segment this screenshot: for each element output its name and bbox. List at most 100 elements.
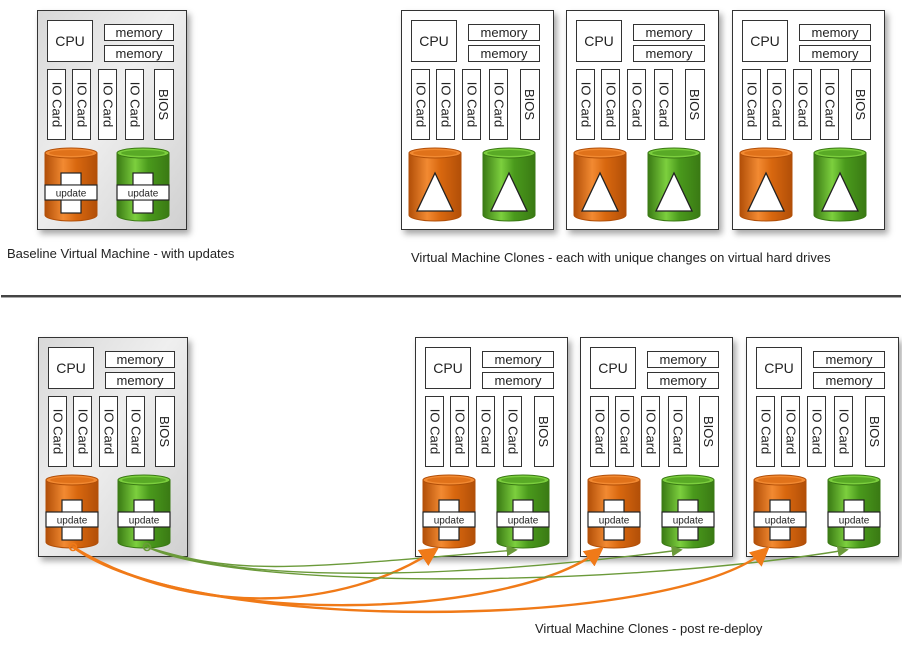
io-card-slot: IO Card <box>654 69 673 140</box>
orange-disk-icon: update <box>422 474 476 549</box>
plus-update-icon: update <box>827 499 881 541</box>
io-card-slot: IO Card <box>756 396 775 467</box>
clone-vm-top-1: CPU memory memory IO Card IO Card IO Card IO C… <box>401 10 554 230</box>
io-card-slot: IO Card <box>793 69 812 140</box>
memory-box: memory <box>105 372 175 389</box>
section-divider <box>1 295 901 298</box>
bios-slot: BIOS <box>534 396 554 467</box>
triangle-icon <box>654 171 694 212</box>
green-disk-icon <box>813 147 867 222</box>
update-text: update <box>765 516 796 527</box>
memory-box: memory <box>468 45 540 62</box>
io-card-slot: IO Card <box>411 69 430 140</box>
memory-box: memory <box>813 372 885 389</box>
orange-disk-icon: update <box>45 474 99 549</box>
memory-box: memory <box>105 351 175 368</box>
baseline-vm-top: CPU memory memory IO Card IO Card IO Card IO C… <box>37 10 187 230</box>
io-card-slot: IO Card <box>126 396 145 467</box>
triangle-icon <box>820 171 860 212</box>
bios-slot: BIOS <box>851 69 871 140</box>
io-card-slot: IO Card <box>834 396 853 467</box>
cpu-box: CPU <box>576 20 622 62</box>
plus-update-icon: update <box>661 499 715 541</box>
update-text: update <box>508 516 539 527</box>
plus-update-icon: update <box>587 499 641 541</box>
memory-box: memory <box>482 351 554 368</box>
plus-update-icon: update <box>117 499 171 541</box>
io-card-slot: IO Card <box>615 396 634 467</box>
bios-slot: BIOS <box>154 69 174 140</box>
memory-box: memory <box>104 45 174 62</box>
cpu-box: CPU <box>742 20 788 62</box>
io-card-slot: IO Card <box>489 69 508 140</box>
update-text: update <box>56 189 87 200</box>
plus-update-icon: update <box>422 499 476 541</box>
orange-disk-icon <box>739 147 793 222</box>
plus-update-icon: update <box>496 499 550 541</box>
io-card-slot: IO Card <box>73 396 92 467</box>
io-card-slot: IO Card <box>601 69 620 140</box>
io-card-slot: IO Card <box>436 69 455 140</box>
io-card-slot: IO Card <box>781 396 800 467</box>
orange-disk-icon <box>573 147 627 222</box>
green-disk-icon: update <box>116 147 170 222</box>
io-card-slot: IO Card <box>425 396 444 467</box>
io-card-slot: IO Card <box>72 69 91 140</box>
update-text: update <box>599 516 630 527</box>
io-card-slot: IO Card <box>742 69 761 140</box>
green-disk-icon: update <box>117 474 171 549</box>
clones-label-bottom: Virtual Machine Clones - post re-deploy <box>535 621 763 636</box>
orange-disk-icon: update <box>587 474 641 549</box>
update-text: update <box>129 516 160 527</box>
update-text: update <box>839 516 870 527</box>
io-card-slot: IO Card <box>576 69 595 140</box>
clones-label-top: Virtual Machine Clones - each with uniqu… <box>411 250 831 265</box>
io-card-slot: IO Card <box>462 69 481 140</box>
memory-box: memory <box>633 45 705 62</box>
cpu-box: CPU <box>425 347 471 389</box>
io-card-slot: IO Card <box>590 396 609 467</box>
memory-box: memory <box>468 24 540 41</box>
green-disk-icon <box>647 147 701 222</box>
cpu-box: CPU <box>48 347 94 389</box>
triangle-icon <box>489 171 529 212</box>
io-card-slot: IO Card <box>99 396 118 467</box>
io-card-slot: IO Card <box>450 396 469 467</box>
io-card-slot: IO Card <box>767 69 786 140</box>
memory-box: memory <box>799 24 871 41</box>
update-text: update <box>434 516 465 527</box>
triangle-icon <box>580 171 620 212</box>
bios-slot: BIOS <box>865 396 885 467</box>
green-disk-icon: update <box>661 474 715 549</box>
cpu-box: CPU <box>590 347 636 389</box>
plus-update-icon: update <box>753 499 807 541</box>
memory-box: memory <box>799 45 871 62</box>
memory-box: memory <box>482 372 554 389</box>
io-card-slot: IO Card <box>807 396 826 467</box>
cpu-box: CPU <box>47 20 93 62</box>
plus-update-icon: update <box>45 499 99 541</box>
plus-update-icon: update <box>44 172 98 214</box>
bios-slot: BIOS <box>699 396 719 467</box>
io-card-slot: IO Card <box>125 69 144 140</box>
io-card-slot: IO Card <box>503 396 522 467</box>
io-card-slot: IO Card <box>47 69 66 140</box>
memory-box: memory <box>633 24 705 41</box>
plus-update-icon: update <box>116 172 170 214</box>
cpu-box: CPU <box>411 20 457 62</box>
memory-box: memory <box>647 372 719 389</box>
orange-disk-icon <box>408 147 462 222</box>
memory-box: memory <box>104 24 174 41</box>
green-disk-icon <box>482 147 536 222</box>
bios-slot: BIOS <box>155 396 175 467</box>
triangle-icon <box>746 171 786 212</box>
io-card-slot: IO Card <box>98 69 117 140</box>
orange-disk-icon: update <box>44 147 98 222</box>
io-card-slot: IO Card <box>641 396 660 467</box>
